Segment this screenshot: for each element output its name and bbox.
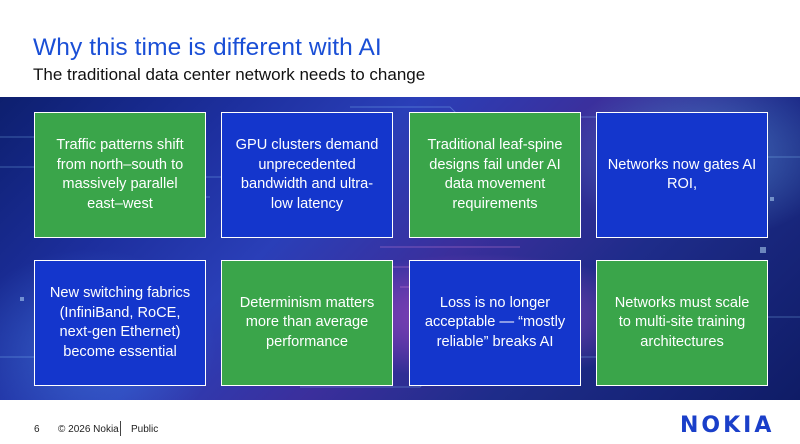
tile-loss: Loss is no longer acceptable — “mostly r… bbox=[409, 260, 581, 386]
tile-label: New switching fabrics (InfiniBand, RoCE,… bbox=[49, 285, 191, 360]
nokia-logo: NOKIA bbox=[680, 413, 775, 438]
tile-determinism: Determinism matters more than average pe… bbox=[221, 260, 393, 386]
slide-title: Why this time is different with AI bbox=[33, 34, 382, 61]
footer-divider bbox=[120, 421, 121, 436]
tile-label: Networks now gates AI ROI, bbox=[607, 156, 757, 193]
tile-label: GPU clusters demand unprecedented bandwi… bbox=[235, 137, 379, 212]
tile-label: Networks must scale to multi-site traini… bbox=[614, 294, 750, 350]
copyright-text: © 2026 Nokia bbox=[58, 424, 119, 435]
tile-leaf-spine: Traditional leaf-spine designs fail unde… bbox=[409, 112, 581, 238]
slide-footer bbox=[0, 400, 800, 444]
tile-label: Determinism matters more than average pe… bbox=[239, 294, 375, 350]
tile-ai-roi: Networks now gates AI ROI, bbox=[596, 112, 768, 238]
tile-label: Traffic patterns shift from north–south … bbox=[56, 137, 184, 212]
tile-gpu-clusters: GPU clusters demand unprecedented bandwi… bbox=[221, 112, 393, 238]
tile-traffic-patterns: Traffic patterns shift from north–south … bbox=[34, 112, 206, 238]
tile-multi-site: Networks must scale to multi-site traini… bbox=[596, 260, 768, 386]
slide-subtitle: The traditional data center network need… bbox=[33, 65, 426, 84]
page-number: 6 bbox=[34, 424, 40, 435]
tile-label: Loss is no longer acceptable — “mostly r… bbox=[424, 294, 566, 350]
classification-label: Public bbox=[131, 424, 159, 435]
tile-switching-fabrics: New switching fabrics (InfiniBand, RoCE,… bbox=[34, 260, 206, 386]
tile-label: Traditional leaf-spine designs fail unde… bbox=[427, 137, 563, 212]
